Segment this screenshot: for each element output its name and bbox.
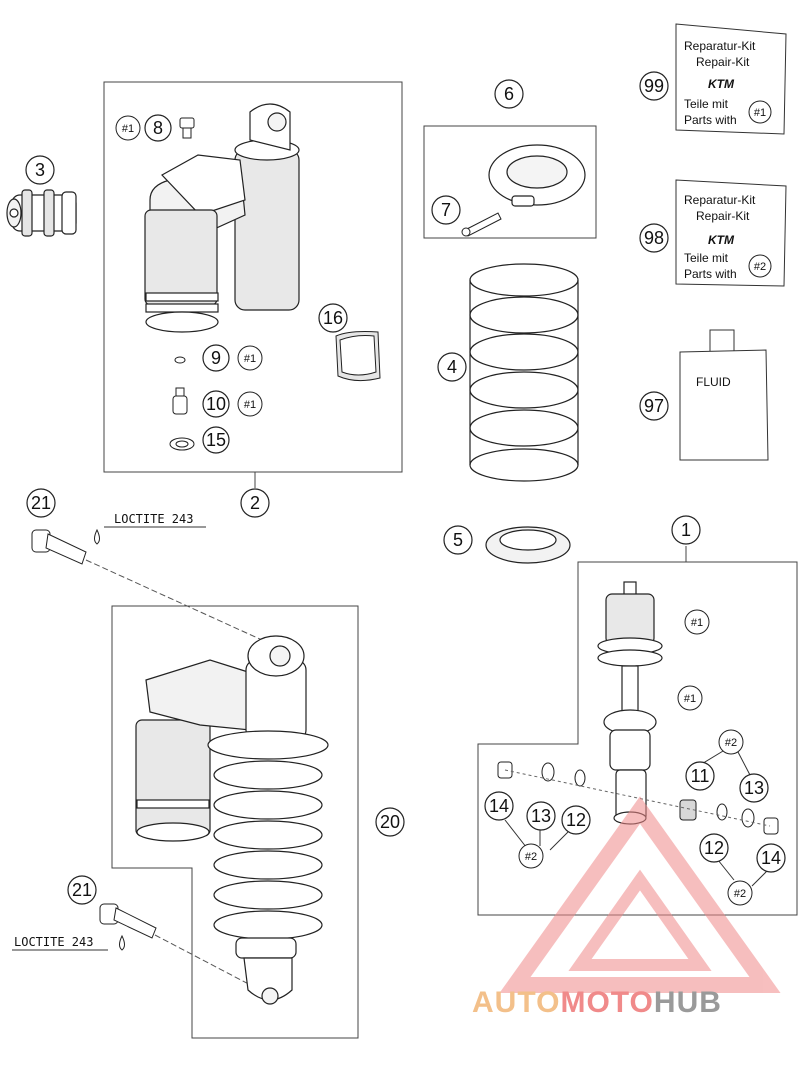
fluid-label: FLUID [696, 375, 731, 389]
loctite-drop-lower [119, 934, 125, 951]
callout-99: 99 [644, 76, 664, 96]
callout-10: 10 [206, 394, 226, 414]
callout-8: 8 [153, 118, 163, 138]
kit99-tag: #1 [754, 107, 766, 119]
group-frame-6 [423, 125, 597, 239]
kit99-line4: Parts with [684, 113, 737, 127]
kit99-logo: KTM [708, 77, 735, 91]
loctite-label-lower: LOCTITE 243 [14, 935, 93, 949]
callout-14b: 14 [761, 848, 781, 868]
part-8-bolt [179, 117, 195, 139]
callout-6: 6 [504, 84, 514, 104]
kit-98-box: Reparatur-Kit Repair-Kit KTM Teile mit P… [675, 179, 787, 287]
kit98-line3: Teile mit [684, 251, 729, 265]
part-21-bolt-upper [31, 529, 87, 565]
part-20-shock-assembly [135, 635, 329, 1005]
part-4-spring [469, 263, 579, 482]
callout-11: 11 [691, 766, 710, 786]
part-15-seal [169, 437, 195, 451]
callout-21a: 21 [31, 493, 51, 513]
kit98-tag: #2 [754, 261, 766, 273]
tag-k2-b: #2 [525, 851, 537, 863]
tag-k1-d: #1 [691, 617, 703, 629]
watermark-part1: AUTO [472, 986, 560, 1019]
part-5-split-ring [485, 526, 571, 564]
callout-5: 5 [453, 530, 463, 550]
callout-12a: 12 [566, 810, 586, 830]
part-21-bolt-lower [99, 903, 157, 939]
part-2-shock-body [144, 103, 300, 333]
callout-98: 98 [644, 228, 664, 248]
part-6-spring-retainer [488, 144, 586, 207]
kit98-logo: KTM [708, 233, 735, 247]
callout-7: 7 [441, 200, 451, 220]
callout-1: 1 [681, 520, 691, 540]
callout-4: 4 [447, 357, 457, 377]
watermark-part2: MOTO [560, 986, 653, 1019]
assembly-line-lower [154, 934, 261, 991]
damper-washers-right [679, 799, 779, 835]
callout-15: 15 [206, 430, 226, 450]
loctite-label-upper: LOCTITE 243 [114, 512, 193, 526]
callout-21b: 21 [72, 880, 92, 900]
tag-k2-a: #2 [725, 737, 737, 749]
tag-k1-c: #1 [244, 399, 256, 411]
part-10-valve-insert [172, 387, 188, 415]
damper-washers-left [497, 761, 586, 787]
part-16-clamp-ring [335, 331, 381, 382]
callout-20: 20 [380, 812, 400, 832]
tag-k1-e: #1 [684, 693, 696, 705]
kit-99-box: Reparatur-Kit Repair-Kit KTM Teile mit P… [675, 23, 787, 135]
kit98-line2: Repair-Kit [696, 209, 750, 223]
callout-2: 2 [250, 493, 260, 513]
callout-97: 97 [644, 396, 664, 416]
assembly-line-upper [85, 559, 263, 641]
part-97-fluid-bottle: FLUID [679, 329, 769, 461]
callout-16: 16 [323, 308, 343, 328]
callout-13b: 13 [744, 778, 764, 798]
callout-14a: 14 [489, 796, 509, 816]
group-frame-1 [477, 561, 798, 916]
group-frame-20 [111, 605, 359, 1039]
callout-12b: 12 [704, 838, 724, 858]
part-7-screw [461, 212, 502, 237]
callout-13a: 13 [531, 806, 551, 826]
watermark-part3: HUB [654, 986, 722, 1019]
loctite-drop-upper [94, 528, 100, 545]
kit-tags [115, 115, 753, 906]
tag-k1-b: #1 [244, 353, 256, 365]
kit99-line3: Teile mit [684, 97, 729, 111]
group-frame-2 [103, 81, 403, 473]
kit99-line2: Repair-Kit [696, 55, 750, 69]
tag-k2-c: #2 [734, 888, 746, 900]
watermark-text: AUTOMOTOHUB [472, 986, 722, 1019]
part-3-valve [6, 189, 77, 237]
callout-3: 3 [35, 160, 45, 180]
part-1-piston-rod [597, 581, 663, 825]
tag-k1-a: #1 [122, 123, 134, 135]
kit98-line4: Parts with [684, 267, 737, 281]
part-9-washer [174, 356, 186, 364]
kit98-line1: Reparatur-Kit [684, 193, 756, 207]
callout-9: 9 [211, 348, 221, 368]
callouts [25, 71, 786, 905]
kit99-line1: Reparatur-Kit [684, 39, 756, 53]
watermark-logo [499, 796, 781, 993]
